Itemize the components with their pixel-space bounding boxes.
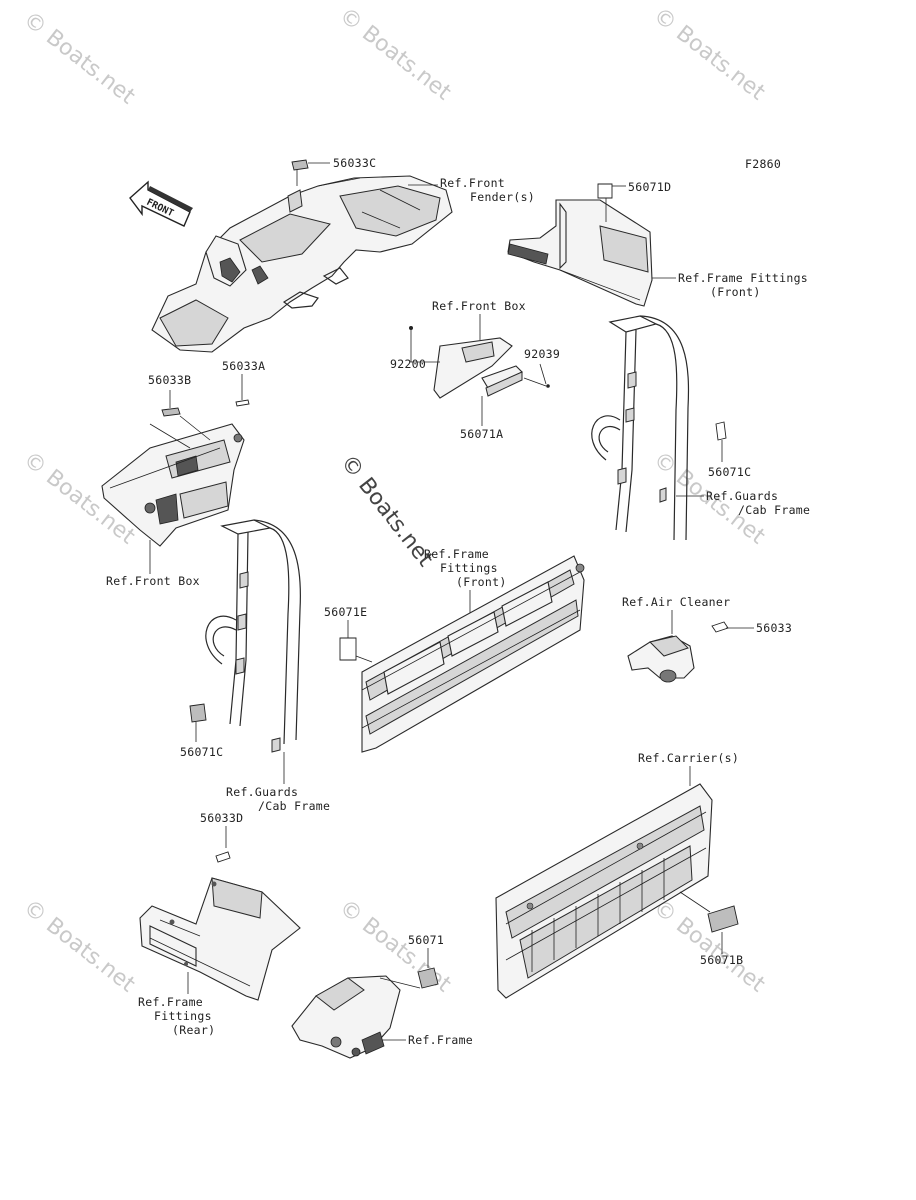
bolt-92200-icon xyxy=(409,326,413,330)
ref-frame-fittings-rear-line3: (Rear) xyxy=(172,1023,215,1037)
watermark-center: © Boats.net xyxy=(335,450,438,571)
ref-frame-fittings-front-a-line2: (Front) xyxy=(710,285,761,299)
callout-56033: 56033 xyxy=(756,621,792,635)
decal-56033-icon xyxy=(711,621,729,633)
guards-cab-frame-right-part xyxy=(591,315,690,541)
decal-56071D-icon xyxy=(597,183,613,199)
ref-front-box-left: Ref.Front Box xyxy=(106,574,200,588)
front-box-bracket-part xyxy=(433,337,513,399)
guards-cab-frame-left-part xyxy=(205,519,301,753)
decal-56033A-icon xyxy=(235,399,250,407)
watermark-bot-left: © Boats.net xyxy=(18,895,139,998)
ref-frame-fittings-mid-line3: (Front) xyxy=(456,575,507,589)
callout-56033D: 56033D xyxy=(200,811,243,825)
ref-front-box-top: Ref.Front Box xyxy=(432,299,526,313)
callout-56071D: 56071D xyxy=(628,180,671,194)
decal-56071-icon xyxy=(417,967,439,989)
callout-56033B: 56033B xyxy=(148,373,191,387)
ref-frame-fittings-rear-line2: Fittings xyxy=(154,1009,212,1023)
watermark-top-center: © Boats.net xyxy=(334,3,455,106)
callout-56071C-left: 56071C xyxy=(180,745,223,759)
watermark-top-left: © Boats.net xyxy=(18,7,139,110)
decal-56071A-icon xyxy=(481,365,523,397)
ref-front-fender-line1: Ref.Front xyxy=(440,176,505,190)
callout-56071B: 56071B xyxy=(700,953,743,967)
ref-frame-fittings-mid-line2: Fittings xyxy=(440,561,498,575)
ref-frame-fittings-rear-line1: Ref.Frame xyxy=(138,995,203,1009)
front-fender-floor-part xyxy=(151,175,453,353)
callout-56071: 56071 xyxy=(408,933,444,947)
callout-92039: 92039 xyxy=(524,347,560,361)
ref-guards-right-line2: /Cab Frame xyxy=(738,503,810,517)
decal-56071C-left-icon xyxy=(189,703,207,723)
decal-56033C-icon xyxy=(291,159,309,171)
carrier-part xyxy=(495,783,713,999)
watermark-bot-right: © Boats.net xyxy=(648,895,769,998)
callout-56033A: 56033A xyxy=(222,359,265,373)
decal-56071E-icon xyxy=(339,637,357,661)
screw-92039-icon xyxy=(546,384,550,388)
front-box-dashboard-part xyxy=(101,415,245,547)
ref-front-fender-line2: Fender(s) xyxy=(470,190,535,204)
callout-56071C-right: 56071C xyxy=(708,465,751,479)
ref-guards-right-line1: Ref.Guards xyxy=(706,489,778,503)
callout-56033C: 56033C xyxy=(333,156,376,170)
decal-56071C-right-icon xyxy=(715,421,727,441)
ref-air-cleaner: Ref.Air Cleaner xyxy=(622,595,730,609)
callout-56071A: 56071A xyxy=(460,427,503,441)
frame-part xyxy=(291,975,421,1059)
ref-guards-left-line2: /Cab Frame xyxy=(258,799,330,813)
watermark-top-right: © Boats.net xyxy=(648,3,769,106)
callout-56071E: 56071E xyxy=(324,605,367,619)
ref-frame: Ref.Frame xyxy=(408,1033,473,1047)
figure-code: F2860 xyxy=(745,157,781,171)
frame-fittings-front-panel-part xyxy=(361,555,585,753)
frame-fittings-front-part xyxy=(507,199,653,307)
ref-carriers: Ref.Carrier(s) xyxy=(638,751,739,765)
frame-fittings-rear-part xyxy=(139,877,301,1001)
decal-56071B-icon xyxy=(707,905,739,933)
ref-frame-fittings-front-a-line1: Ref.Frame Fittings xyxy=(678,271,808,285)
front-arrow-icon: FRONT xyxy=(129,180,193,227)
ref-frame-fittings-mid-line1: Ref.Frame xyxy=(424,547,489,561)
callout-92200: 92200 xyxy=(390,357,426,371)
ref-guards-left-line1: Ref.Guards xyxy=(226,785,298,799)
decal-56033D-icon xyxy=(215,851,231,863)
air-cleaner-part xyxy=(627,635,695,683)
decal-56033B-icon xyxy=(161,407,181,417)
